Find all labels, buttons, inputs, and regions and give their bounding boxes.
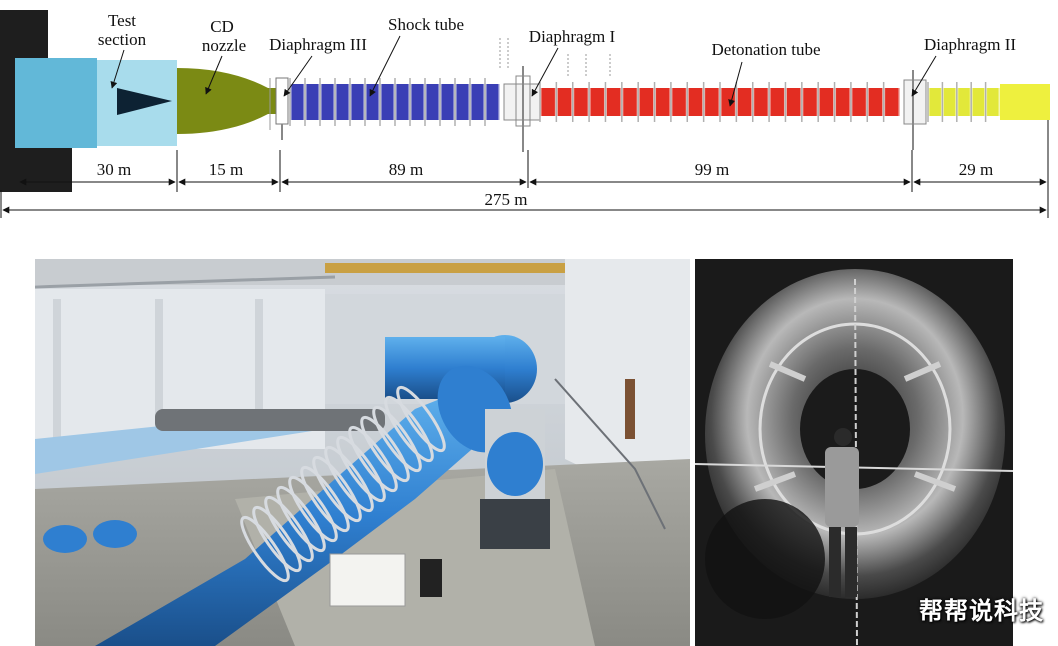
label-detonation-tube: Detonation tube: [711, 40, 820, 59]
detonation-tube-segment: [885, 88, 898, 116]
shock-tube-segment: [292, 84, 304, 120]
detonation-tube-segments: [540, 82, 900, 122]
shock-tube-segment: [442, 84, 454, 120]
detonation-tube-segment: [787, 88, 800, 116]
end-section-segment: [973, 88, 984, 116]
detonation-tube-segment: [542, 88, 555, 116]
detonation-tube-segment: [722, 88, 735, 116]
shock-tube-segment: [337, 84, 349, 120]
test-section-block: [15, 58, 97, 148]
shock-tube-segment: [457, 84, 469, 120]
detonation-tube-segment: [607, 88, 620, 116]
detonation-tube-segment: [574, 88, 587, 116]
dim-total: 275 m: [485, 190, 528, 209]
dim-cd-nozzle: 15 m: [209, 160, 243, 179]
shock-tube-segment: [322, 84, 334, 120]
detonation-tube-segment: [771, 88, 784, 116]
label-diaphragm-1: Diaphragm I: [529, 27, 616, 46]
detonation-tube-segment: [836, 88, 849, 116]
detonation-tube-segment: [558, 88, 571, 116]
end-section-segment: [987, 88, 998, 116]
detonation-tube-segment: [820, 88, 833, 116]
detonation-tube-segment: [591, 88, 604, 116]
detonation-tube-segment: [754, 88, 767, 116]
dim-test-section: 30 m: [97, 160, 131, 179]
shock-tube-segment: [397, 84, 409, 120]
facility-hall-photo: [35, 259, 690, 646]
shock-tube-segment: [472, 84, 484, 120]
detonation-tube-segment: [705, 88, 718, 116]
dim-detonation-tube: 99 m: [695, 160, 729, 179]
diaphragm-3-flange: [276, 78, 288, 124]
dim-end-section: 29 m: [959, 160, 993, 179]
cd-nozzle-shape: [177, 68, 280, 134]
label-shock-tube: Shock tube: [388, 15, 464, 34]
watermark-text: 帮帮说科技: [919, 591, 1044, 626]
detonation-tube-segment: [623, 88, 636, 116]
detonation-tube-segment: [852, 88, 865, 116]
shock-tube-segment: [412, 84, 424, 120]
label-test-section-1: Test: [108, 11, 136, 30]
detonation-tube-segment: [803, 88, 816, 116]
shock-tube-segments: [290, 78, 500, 126]
label-test-section-2: section: [98, 30, 147, 49]
diaphragm-2-flange: [904, 80, 926, 124]
detonation-tube-segment: [640, 88, 653, 116]
shock-tube-segment: [427, 84, 439, 120]
end-section-segment: [930, 88, 941, 116]
detonation-tube-segment: [869, 88, 882, 116]
facility-schematic: Test section CD nozzle Diaphragm III Sho…: [0, 0, 1058, 220]
label-diaphragm-2: Diaphragm II: [924, 35, 1016, 54]
end-section-segments: [928, 82, 1000, 122]
chamber-interior-photo: [695, 259, 1013, 646]
detonation-tube-segment: [738, 88, 751, 116]
label-cd-nozzle-2: nozzle: [202, 36, 246, 55]
detonation-tube-segment: [672, 88, 685, 116]
detonation-tube-segment: [656, 88, 669, 116]
end-section-segment: [944, 88, 955, 116]
shock-tube-segment: [307, 84, 319, 120]
shock-tube-segment: [382, 84, 394, 120]
dim-shock-tube: 89 m: [389, 160, 423, 179]
end-section-segment: [958, 88, 969, 116]
detonation-tube-segment: [689, 88, 702, 116]
shock-tube-segment: [352, 84, 364, 120]
shock-tube-segment: [367, 84, 379, 120]
label-cd-nozzle-1: CD: [210, 17, 234, 36]
label-diaphragm-3: Diaphragm III: [269, 35, 367, 54]
end-section-tail: [1000, 84, 1050, 120]
shock-tube-segment: [487, 84, 499, 120]
